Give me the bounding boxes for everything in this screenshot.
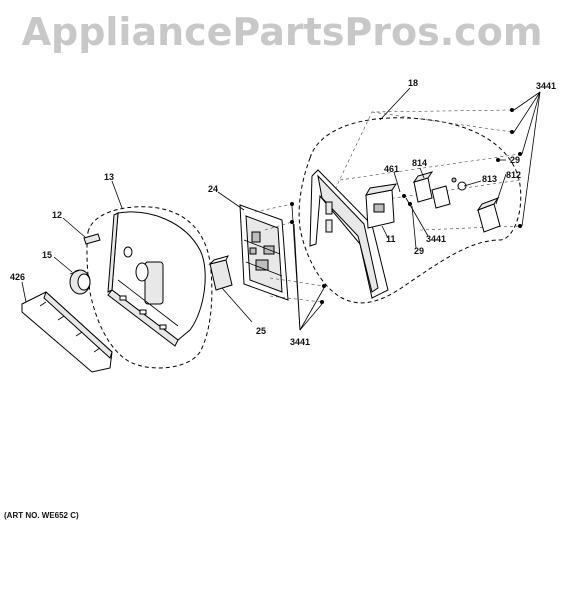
- label-15: 15: [42, 250, 52, 260]
- site-watermark: AppliancePartsPros.com: [21, 10, 543, 54]
- part-15-knob[interactable]: [69, 269, 91, 295]
- label-29-a: 29: [510, 155, 520, 165]
- part-13-control-panel[interactable]: [107, 211, 206, 347]
- label-814: 814: [412, 158, 427, 168]
- part-12-lens[interactable]: [83, 233, 101, 245]
- label-12: 12: [52, 210, 62, 220]
- label-18: 18: [408, 78, 418, 88]
- control-panel-group-outline: [86, 206, 213, 369]
- label-13: 13: [104, 172, 114, 182]
- part-11-bracket[interactable]: [365, 183, 398, 229]
- part-18-backsplash-frame[interactable]: [309, 169, 389, 299]
- backsplash-group-outline: [298, 117, 522, 304]
- label-461: 461: [384, 164, 399, 174]
- label-24: 24: [208, 184, 218, 194]
- label-3441-mid: 3441: [426, 234, 446, 244]
- part-814-switch[interactable]: [412, 171, 451, 209]
- part-426-button-bar[interactable]: [21, 291, 113, 373]
- label-426: 426: [10, 272, 25, 282]
- label-3441-bottom: 3441: [290, 337, 310, 347]
- label-25: 25: [256, 326, 266, 336]
- backsplash-ghost-lines: [329, 109, 521, 231]
- label-29-b: 29: [414, 246, 424, 256]
- part-25-block[interactable]: [208, 255, 233, 291]
- label-11: 11: [386, 234, 396, 244]
- art-number: (ART NO. WE652 C): [4, 511, 79, 520]
- label-812: 812: [506, 170, 521, 180]
- screws-3441-backsplash[interactable]: [402, 108, 522, 228]
- label-3441-top: 3441: [536, 81, 556, 91]
- part-24-control-board[interactable]: [239, 204, 289, 301]
- label-813: 813: [482, 174, 497, 184]
- part-813-ring[interactable]: [451, 177, 467, 191]
- leader-lines: [21, 87, 541, 331]
